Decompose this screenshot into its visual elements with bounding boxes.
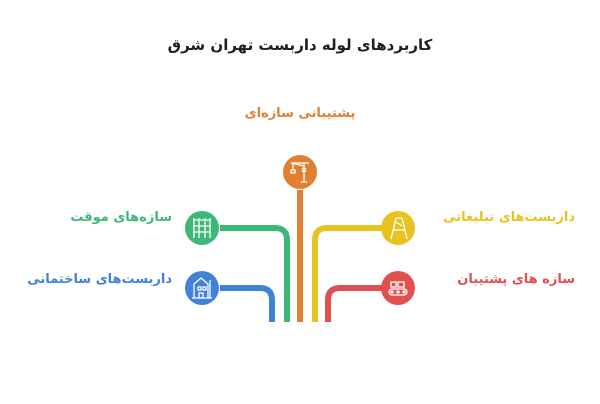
node-left-bottom — [185, 271, 219, 305]
node-top — [283, 155, 317, 189]
building-scaffold-icon — [192, 277, 212, 299]
label-building-scaffolds: داربست‌های ساختمانی — [27, 272, 172, 287]
diagram-title: کاربردهای لوله داربست تهران شرق — [167, 36, 433, 54]
conveyor-icon — [388, 281, 408, 296]
node-right-bottom — [381, 271, 415, 305]
label-support-structures: سازه های پشتیبان — [457, 272, 575, 287]
scaffold-tower-icon — [193, 218, 211, 238]
billboard-icon — [390, 217, 408, 240]
connector-right-bottom — [325, 285, 382, 322]
label-structural-support: پشتیبانی سازه‌ای — [244, 106, 356, 121]
crane-icon — [290, 162, 309, 183]
node-left-top — [185, 211, 219, 245]
connector-left-bottom — [220, 285, 275, 322]
connector-left-top — [220, 225, 290, 322]
connector-right-top — [312, 225, 382, 322]
label-temporary-structures: سازه‌های موقت — [70, 210, 172, 225]
node-right-top — [381, 211, 415, 245]
label-advertising-scaffolds: داربست‌های تبلیغاتی — [443, 210, 575, 225]
